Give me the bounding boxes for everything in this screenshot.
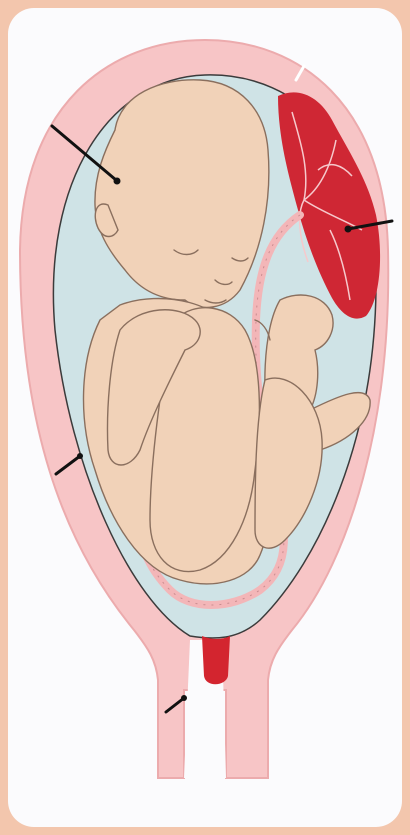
- pointer-placenta-dot: [345, 226, 352, 233]
- pointer-uterus-wall-dot: [77, 453, 83, 459]
- cervix-plug: [202, 636, 230, 684]
- pointer-fetus-dot: [114, 178, 121, 185]
- pointer-cervix-dot: [181, 695, 187, 701]
